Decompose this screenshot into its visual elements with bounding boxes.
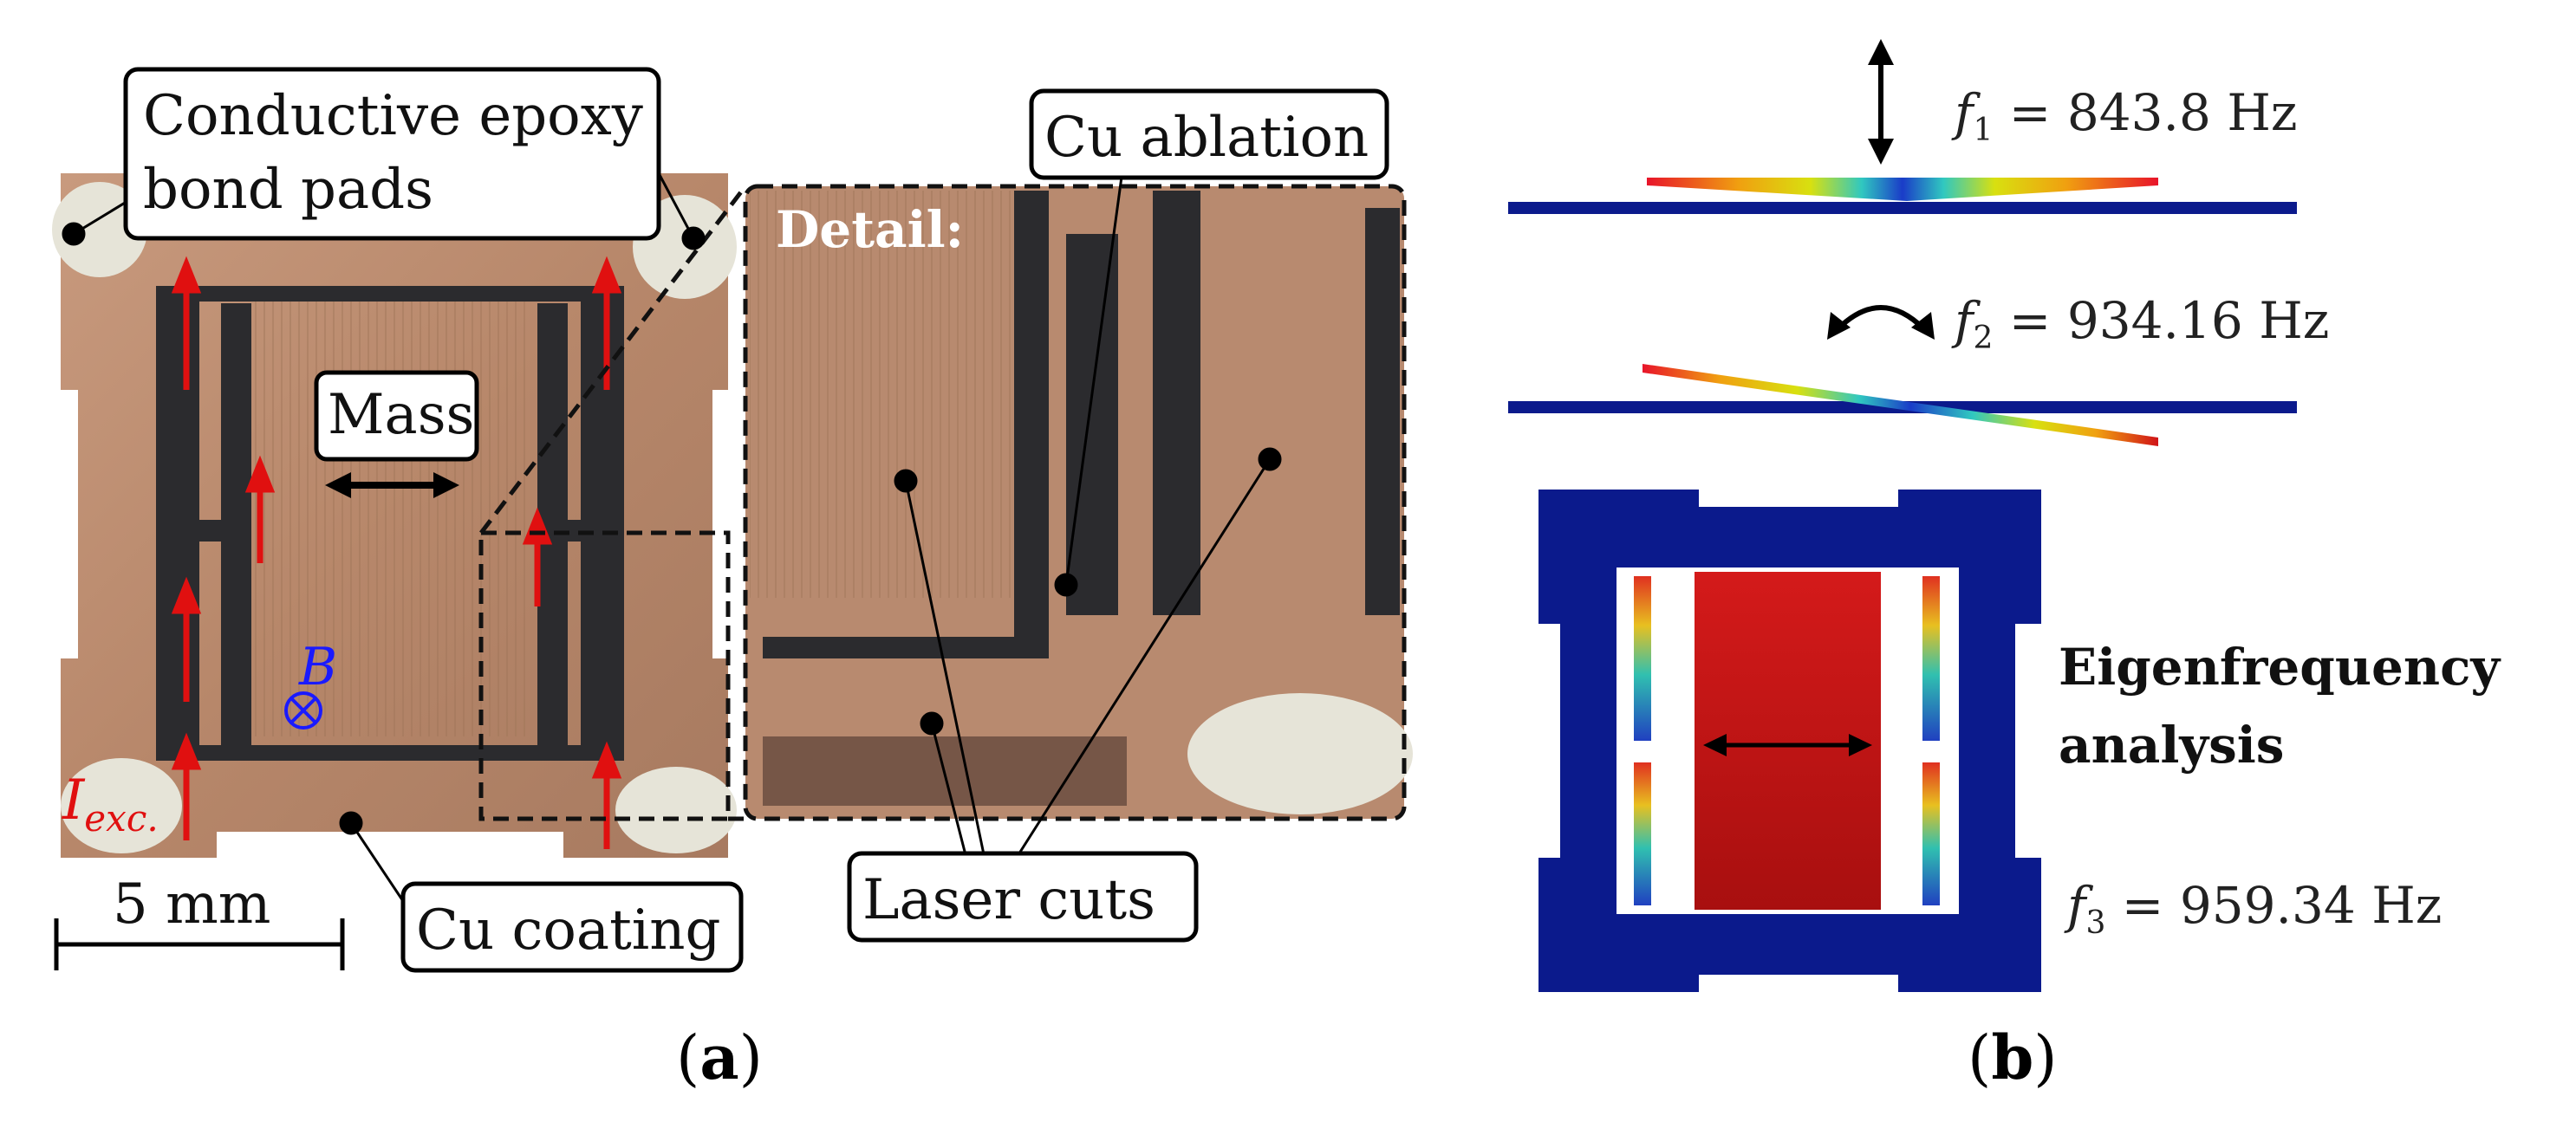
left-spring-cut-inner-upper (221, 303, 251, 520)
mode3-spring-right-upper (1922, 576, 1940, 741)
frame-cut-top (156, 286, 624, 302)
mode3-motion-arrow (1703, 734, 1872, 756)
mode3-subscript: 3 (2085, 905, 2105, 941)
mode1-value: = 843.8 Hz (1993, 83, 2297, 142)
detail-cut-horizontal (763, 637, 1049, 658)
analysis-label-line2: analysis (2059, 716, 2284, 775)
panel-b-label-open: ( (1968, 1022, 1991, 1093)
panel-b-label-letter: b (1991, 1021, 2033, 1093)
detail-label: Detail: (776, 200, 964, 259)
mode1-deformed-beam (1647, 178, 2158, 201)
detail-region-box (478, 530, 731, 821)
bond-pad-bottom-left (61, 758, 182, 853)
callout-bond-pads-line1: Conductive epoxy (143, 84, 643, 148)
detail-cut-far-right (1365, 208, 1400, 615)
left-spring-cut-inner-lower (221, 542, 251, 745)
left-spring-bridge (199, 520, 251, 542)
mode2-rotation-arrow (1827, 305, 1935, 340)
panel-a-label: (a) (676, 1021, 763, 1093)
proof-mass (251, 286, 529, 736)
mode2-subscript: 2 (1973, 321, 1993, 356)
detail-cut-vertical-inner (1066, 234, 1118, 615)
mass-motion-arrow (325, 472, 459, 498)
current-label: Iexc. (62, 769, 159, 840)
frame-cut-bottom (156, 745, 624, 761)
current-label-subscript: exc. (84, 797, 158, 840)
mode2-frequency: f2 = 934.16 Hz (1951, 291, 2329, 356)
bond-pad-bottom-right (615, 767, 737, 853)
scale-bar-label: 5 mm (113, 872, 270, 937)
callout-coating: Cu coating (400, 881, 744, 973)
callout-coating-label: Cu coating (416, 898, 720, 963)
field-symbol-icon (284, 691, 322, 730)
callout-ablation-label: Cu ablation (1044, 106, 1369, 170)
mode2-value: = 934.16 Hz (1993, 291, 2329, 350)
mode3-spring-right-lower (1922, 762, 1940, 905)
mode2-tilted-beam (1643, 364, 2158, 446)
mode3-frequency: f3 = 959.34 Hz (2064, 876, 2442, 941)
right-spring-cut-inner-upper (537, 303, 568, 520)
field-label: B (298, 637, 337, 697)
detail-bond-pad (1187, 693, 1413, 814)
callout-bond-pads-line2: bond pads (143, 158, 433, 222)
mode1-subscript: 1 (1973, 113, 1993, 148)
mode3-spring-left-lower (1634, 762, 1651, 905)
panel-b-label: (b) (1968, 1021, 2058, 1093)
device-photo (52, 173, 747, 858)
left-spring-cut-outer (156, 286, 199, 761)
panel-b-label-close: ) (2033, 1022, 2057, 1093)
mode1-visual (1508, 39, 2297, 214)
mode1-frequency: f1 = 843.8 Hz (1951, 83, 2297, 148)
callout-laser-cuts: Laser cuts (847, 851, 1199, 943)
detail-cut-vertical-right (1153, 191, 1200, 615)
mode3-spring-left-upper (1634, 576, 1651, 741)
panel-a-label-letter: a (699, 1021, 738, 1093)
leader-lines (62, 138, 1282, 902)
callout-mass-label: Mass (328, 383, 474, 447)
callout-bond-pads: Conductive epoxy bond pads (123, 67, 661, 241)
detail-border (743, 184, 1407, 821)
analysis-label-line1: Eigenfrequency (2059, 638, 2501, 697)
detail-cut-vertical-outer (1014, 191, 1049, 658)
mode3-visual (1538, 490, 2041, 992)
current-arrows (171, 256, 622, 849)
mode2-visual (1508, 305, 2297, 446)
mode1-vertical-arrow (1868, 39, 1894, 165)
right-spring-cut-inner-lower (537, 542, 568, 745)
mode3-value: = 959.34 Hz (2105, 876, 2442, 935)
panel-a-label-close: ) (739, 1022, 763, 1093)
callout-laser-cuts-label: Laser cuts (862, 868, 1155, 932)
scale-bar: 5 mm (54, 872, 345, 970)
callout-ablation: Cu ablation (1029, 88, 1389, 180)
current-label-symbol: I (62, 769, 86, 833)
detail-inset (743, 184, 1413, 821)
panel-a-label-open: ( (676, 1022, 699, 1093)
callout-mass: Mass (314, 370, 479, 462)
